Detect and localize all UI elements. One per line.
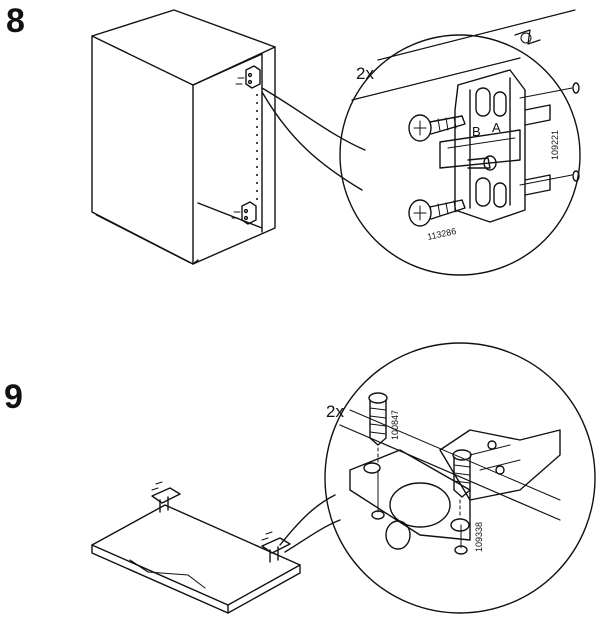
screw-109221 [467,155,497,171]
step-8-number: 8 [6,2,25,40]
cabinet-hinge-plate-top [235,65,261,89]
screw-109338 [452,449,472,498]
cabinet-drawing [91,9,276,265]
part-number-109221: 109221 [550,130,560,160]
door-hinge-left [151,481,181,513]
hinge-label-b: B [472,124,481,139]
system-holes [256,94,258,200]
zoom-callout-pointer-8 [261,87,366,191]
target-hole-top [572,82,580,94]
screw-113286-upper [408,114,466,142]
rotate-icon [514,29,541,45]
door-panel-drawing [91,504,301,614]
door-hinge-right [261,531,291,563]
target-hole-bottom [572,170,580,182]
step-9-number: 9 [4,378,23,416]
screw-113286-lower [408,199,466,227]
hinge-mounting-plate [439,69,551,223]
screw-100847 [368,392,461,516]
zoom-circle-9 [324,342,596,614]
step-8-quantity: 2x [356,64,374,83]
part-number-109338: 109338 [474,522,484,552]
hinge-arm [439,429,561,501]
zoom-callout-pointer-9 [279,494,341,553]
cabinet-hinge-plate-bottom [231,201,257,225]
part-number-113286: 113286 [426,226,457,242]
hinge-label-a: A [492,120,501,135]
hinge-cup [349,449,471,550]
zoom-circle-8 [339,34,581,276]
step-9-quantity: 2x [326,402,344,421]
part-number-100847: 100847 [390,410,400,440]
